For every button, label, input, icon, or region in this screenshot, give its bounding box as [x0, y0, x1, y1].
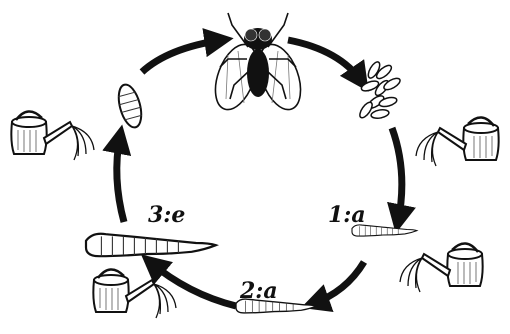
cycle-arrow — [392, 128, 402, 222]
watering-can-icon — [400, 243, 483, 292]
fly-icon — [207, 13, 308, 115]
cycle-arrow — [312, 262, 364, 304]
stage-label-3e: 3:e — [148, 202, 185, 228]
larva-icon — [86, 234, 216, 256]
stage-label-2a: 2:a — [239, 278, 278, 304]
cycle-arrow — [142, 40, 222, 72]
watering-can-icon — [416, 117, 499, 166]
watering-can-icon — [11, 111, 94, 160]
cycle-arrow — [117, 136, 124, 222]
cycle-arrow — [150, 262, 236, 306]
pupa-icon — [115, 82, 146, 130]
stage-label-1a: 1:a — [328, 202, 366, 228]
eggs-icon — [358, 60, 402, 119]
